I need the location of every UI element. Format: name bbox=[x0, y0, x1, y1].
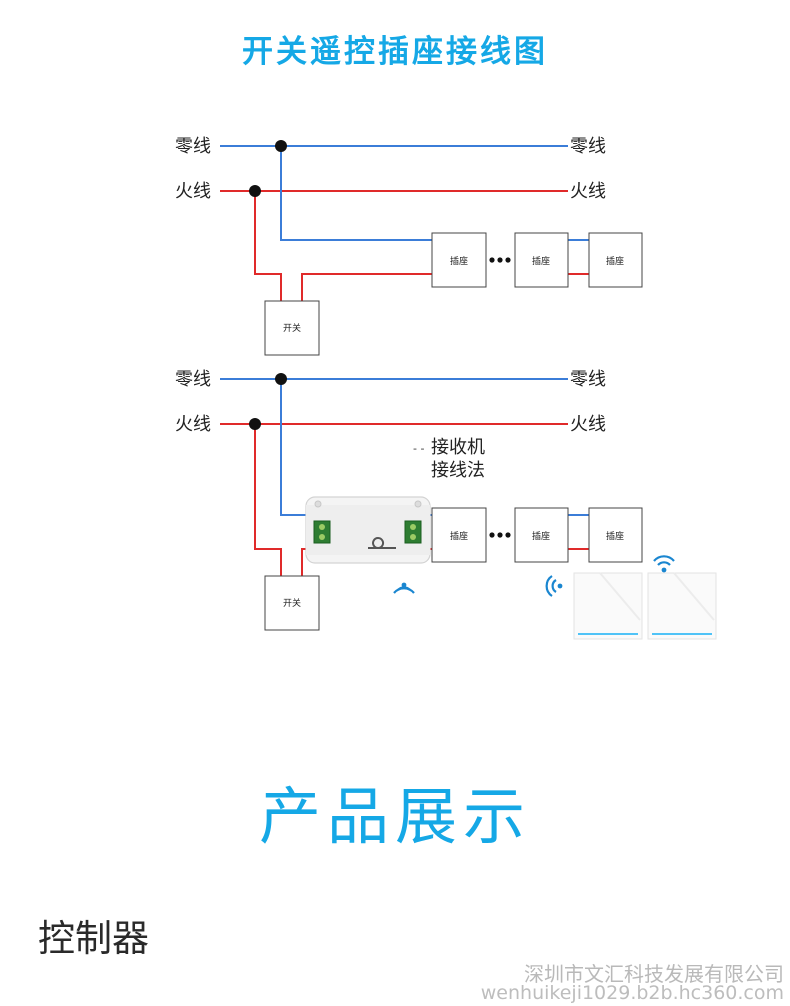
subhead-controller: 控制器 bbox=[38, 917, 149, 960]
socket-label: 插座 bbox=[532, 255, 550, 267]
junction-dot bbox=[275, 140, 287, 152]
receiver-caption-line2: 接线法 bbox=[431, 460, 485, 481]
junction-dot bbox=[249, 185, 261, 197]
socket-box bbox=[588, 232, 643, 288]
socket-box bbox=[514, 507, 569, 563]
switch-panel-left bbox=[573, 572, 643, 640]
neutral-label-right: 零线 bbox=[570, 369, 606, 390]
wifi-signal-icon bbox=[393, 582, 415, 594]
live-label-right: 火线 bbox=[570, 414, 606, 435]
socket-box bbox=[431, 232, 487, 288]
switch-label: 开关 bbox=[283, 597, 301, 609]
learn-key-icon bbox=[368, 537, 396, 549]
wifi-signal-icon bbox=[653, 555, 675, 573]
live-drop bbox=[254, 191, 282, 301]
switch-label: 开关 bbox=[283, 322, 301, 334]
switch-box bbox=[264, 300, 320, 356]
ellipsis-dot bbox=[497, 532, 503, 538]
junction-dot bbox=[249, 418, 261, 430]
ellipsis-dot bbox=[489, 532, 495, 538]
switch-box bbox=[264, 575, 320, 631]
switch-panel-right bbox=[647, 572, 717, 640]
terminal-screw bbox=[410, 524, 416, 530]
page-title: 开关遥控插座接线图 bbox=[242, 34, 548, 70]
terminal-screw bbox=[410, 534, 416, 540]
neutral-drop bbox=[280, 146, 432, 241]
switch-output-wire bbox=[301, 273, 432, 301]
neutral-label-left: 零线 bbox=[175, 369, 211, 390]
neutral-label-left: 零线 bbox=[175, 136, 211, 157]
live-label-right: 火线 bbox=[570, 181, 606, 202]
socket-box bbox=[514, 232, 569, 288]
section-title: 产品展示 bbox=[258, 780, 531, 853]
neutral-drop bbox=[280, 379, 312, 516]
live-label-left: 火线 bbox=[175, 181, 211, 202]
terminal-screw bbox=[319, 534, 325, 540]
receiver-module bbox=[305, 496, 431, 564]
diagram-receiver-socket: 零线 火线 零线 火线 - - 接收机 接线法 插座 插座 插座 开关 bbox=[175, 369, 717, 640]
wiring-diagram: 零线 火线 零线 火线 插座 插座 插座 开关 bbox=[175, 136, 717, 640]
terminal-block-right bbox=[404, 520, 422, 544]
junction-dot bbox=[275, 373, 287, 385]
watermark-site: wenhuikeji1029.b2b.hc360.com bbox=[480, 982, 784, 1004]
panel-glare bbox=[599, 572, 641, 621]
live-drop bbox=[254, 424, 282, 576]
receiver-caption-line1: 接收机 bbox=[431, 437, 485, 458]
ellipsis-dot bbox=[505, 532, 511, 538]
ellipsis-dot bbox=[489, 257, 495, 263]
wall-switch-panel bbox=[573, 572, 717, 640]
receiver-arrow-mark: - - bbox=[413, 442, 424, 455]
diagram-switch-socket: 零线 火线 零线 火线 插座 插座 插座 开关 bbox=[175, 136, 643, 356]
socket-label: 插座 bbox=[450, 255, 468, 267]
socket-box bbox=[431, 507, 487, 563]
wifi-signal-icon bbox=[545, 575, 563, 597]
neutral-label-right: 零线 bbox=[570, 136, 606, 157]
socket-label: 插座 bbox=[606, 255, 624, 267]
terminal-block-left bbox=[313, 520, 331, 544]
live-label-left: 火线 bbox=[175, 414, 211, 435]
socket-label: 插座 bbox=[606, 530, 624, 542]
ellipsis-dot bbox=[497, 257, 503, 263]
mount-hole bbox=[414, 500, 422, 508]
watermark-company: 深圳市文汇科技发展有限公司 bbox=[524, 962, 784, 986]
panel-glare bbox=[673, 572, 715, 621]
socket-label: 插座 bbox=[450, 530, 468, 542]
terminal-screw bbox=[319, 524, 325, 530]
mount-hole bbox=[314, 500, 322, 508]
ellipsis-dot bbox=[505, 257, 511, 263]
socket-label: 插座 bbox=[532, 530, 550, 542]
socket-box bbox=[588, 507, 643, 563]
